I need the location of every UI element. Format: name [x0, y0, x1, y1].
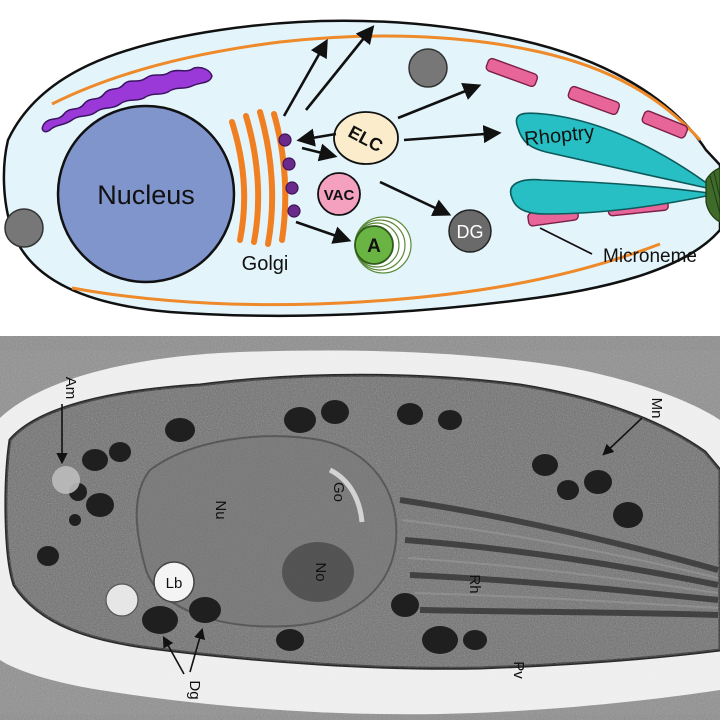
golgi-vesicle [278, 133, 292, 147]
dense-granule-label: DG [457, 222, 484, 242]
em-label-go: Go [330, 482, 347, 502]
granule [37, 546, 59, 566]
conoid [705, 167, 720, 223]
inner-membrane-bottom [71, 242, 661, 307]
em-pointer-dg-2 [189, 627, 205, 673]
nucleus-label: Nucleus [97, 180, 195, 210]
em-pointer-mn [602, 417, 643, 456]
granule [189, 597, 221, 623]
arrow-elc-to-rhoptry [403, 125, 502, 144]
golgi-vesicle [287, 204, 301, 218]
schematic-diagram: Nucleus Golgi ELC VAC A [2, 19, 720, 318]
vac-compartment [317, 172, 361, 216]
granule [613, 502, 643, 528]
apicoplast-label: A [367, 236, 381, 257]
golgi-vesicles [278, 133, 301, 218]
arrow-golgi-to-apicoplast [295, 220, 352, 244]
granule [165, 418, 195, 442]
trafficking-arrows [282, 25, 502, 244]
arrow-elc-to-dg [379, 180, 452, 217]
granule [391, 593, 419, 617]
microneme-bar [567, 85, 621, 116]
granule [321, 400, 349, 424]
em-label-am: Am [62, 377, 79, 400]
golgi-apparatus [229, 109, 289, 247]
granule [557, 480, 579, 500]
granule [438, 410, 462, 430]
micrograph-lipid-body-2 [105, 583, 139, 617]
micrograph-dense-granules [37, 400, 643, 654]
dense-body-top [408, 48, 448, 88]
granule [422, 626, 458, 654]
arrow-elc-to-golgi [296, 128, 337, 147]
micrograph-nucleolus [282, 542, 354, 602]
elc-compartment [333, 111, 399, 165]
arrow-golgi-to-membrane-1 [282, 38, 328, 117]
micrograph-parasite [4, 373, 720, 670]
arrow-golgi-to-elc [301, 143, 338, 162]
em-label-pv: Pv [510, 661, 527, 679]
em-pointer-dg-1 [162, 636, 185, 675]
micrograph-rhoptries [399, 497, 719, 618]
microneme-bar [641, 110, 689, 139]
em-label-no: No [312, 562, 329, 581]
vac-label: VAC [324, 187, 355, 204]
microneme-label: Microneme [603, 246, 697, 267]
granule [397, 403, 423, 425]
golgi-label: Golgi [242, 253, 289, 275]
golgi-vesicle [282, 157, 296, 171]
dense-granule [448, 209, 492, 253]
em-label-mn: Mn [648, 398, 665, 419]
granule [82, 449, 108, 471]
dense-body-left [4, 208, 44, 248]
nucleus [56, 104, 236, 284]
granule [284, 407, 316, 433]
granule [584, 470, 612, 494]
granule [532, 454, 558, 476]
golgi-vesicle [285, 181, 299, 195]
microneme-pointer [539, 227, 593, 255]
arrow-elc-to-microneme [397, 82, 482, 120]
endoplasmic-reticulum [41, 66, 213, 133]
granule [142, 606, 178, 634]
microneme-bar [485, 57, 539, 88]
granule [69, 514, 81, 526]
granule [86, 493, 114, 517]
em-label-rh: Rh [466, 574, 483, 593]
em-label-nu: Nu [212, 500, 229, 519]
electron-micrograph: Am Mn Nu Go No Rh Lb Dg Pv [0, 336, 720, 720]
em-label-lb: Lb [166, 575, 183, 592]
micrograph-lipid-body [153, 561, 195, 603]
granule [109, 442, 131, 462]
apicoplast [354, 216, 412, 274]
arrow-golgi-to-membrane-2 [304, 25, 375, 111]
inner-membrane-top [51, 34, 702, 142]
granule [276, 629, 304, 651]
em-label-dg: Dg [186, 680, 203, 699]
micrograph-amylopectin [52, 466, 80, 494]
granule [463, 630, 487, 650]
